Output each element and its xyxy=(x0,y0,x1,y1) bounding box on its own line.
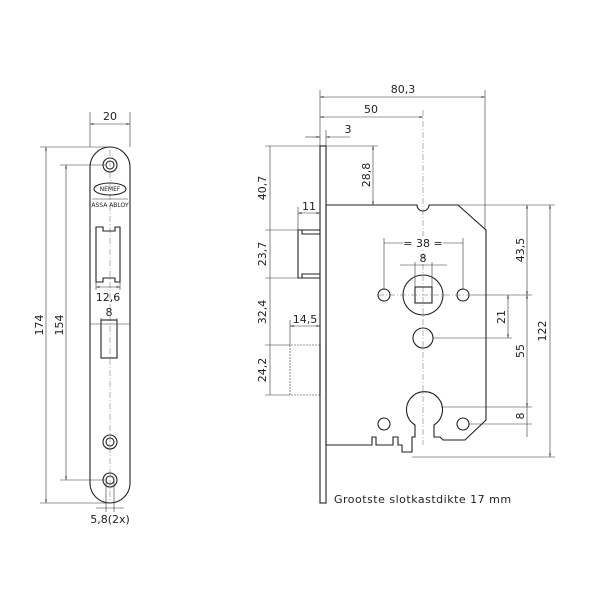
case-thickness-note: Grootste slotkastdikte 17 mm xyxy=(334,493,512,506)
dim-right-b: 21 xyxy=(495,310,508,324)
dim-right-d: 8 xyxy=(514,413,527,420)
dim-right-a: 43,5 xyxy=(514,238,527,263)
dim-left-d: 24,2 xyxy=(256,358,269,383)
latch-bolt xyxy=(297,229,320,279)
brand-name: NEMEF xyxy=(100,186,121,193)
faceplate-front-view: NEMEF ASSA ABLOY 20 174 154 12,6 8 5,8(2… xyxy=(33,110,131,526)
dim-spindle: 8 xyxy=(420,252,427,265)
dead-bolt xyxy=(289,344,320,396)
dim-latch-width: 12,6 xyxy=(96,291,121,304)
sub-brand: ASSA ABLOY xyxy=(91,202,129,209)
dim-case-height: 122 xyxy=(536,321,549,342)
dim-bolt-projection: 14,5 xyxy=(293,313,318,326)
dim-bolt-width: 8 xyxy=(106,306,113,319)
dim-overall: 80,3 xyxy=(391,83,416,96)
dim-latch-projection: 11 xyxy=(302,200,316,213)
screw-hole-right xyxy=(456,417,470,431)
latch-opening xyxy=(95,226,121,283)
dim-hole-diameter: 5,8(2x) xyxy=(90,513,130,526)
lock-case-view: 80,3 50 3 28,8 40,7 23,7 32,4 24,2 11 14… xyxy=(256,83,555,506)
dim-backset: 50 xyxy=(364,103,378,116)
dim-left-c: 32,4 xyxy=(256,300,269,325)
dim-label-background xyxy=(403,236,443,249)
screw-hole-left xyxy=(377,417,391,431)
dim-plate: 3 xyxy=(345,123,352,136)
dim-hole-spacing: 154 xyxy=(53,315,66,336)
bolt-opening xyxy=(100,319,118,359)
brand-logo xyxy=(93,182,127,196)
dim-right-c: 55 xyxy=(514,344,527,358)
dim-rose-holes: = 38 = xyxy=(403,237,442,250)
lock-case-outline xyxy=(325,204,487,453)
dim-left-b: 23,7 xyxy=(256,242,269,267)
dim-left-a: 40,7 xyxy=(256,176,269,201)
dim-width: 20 xyxy=(103,110,117,123)
dim-top-offset: 28,8 xyxy=(360,163,373,188)
lock-faceplate xyxy=(319,145,327,504)
dim-height: 174 xyxy=(33,315,46,336)
